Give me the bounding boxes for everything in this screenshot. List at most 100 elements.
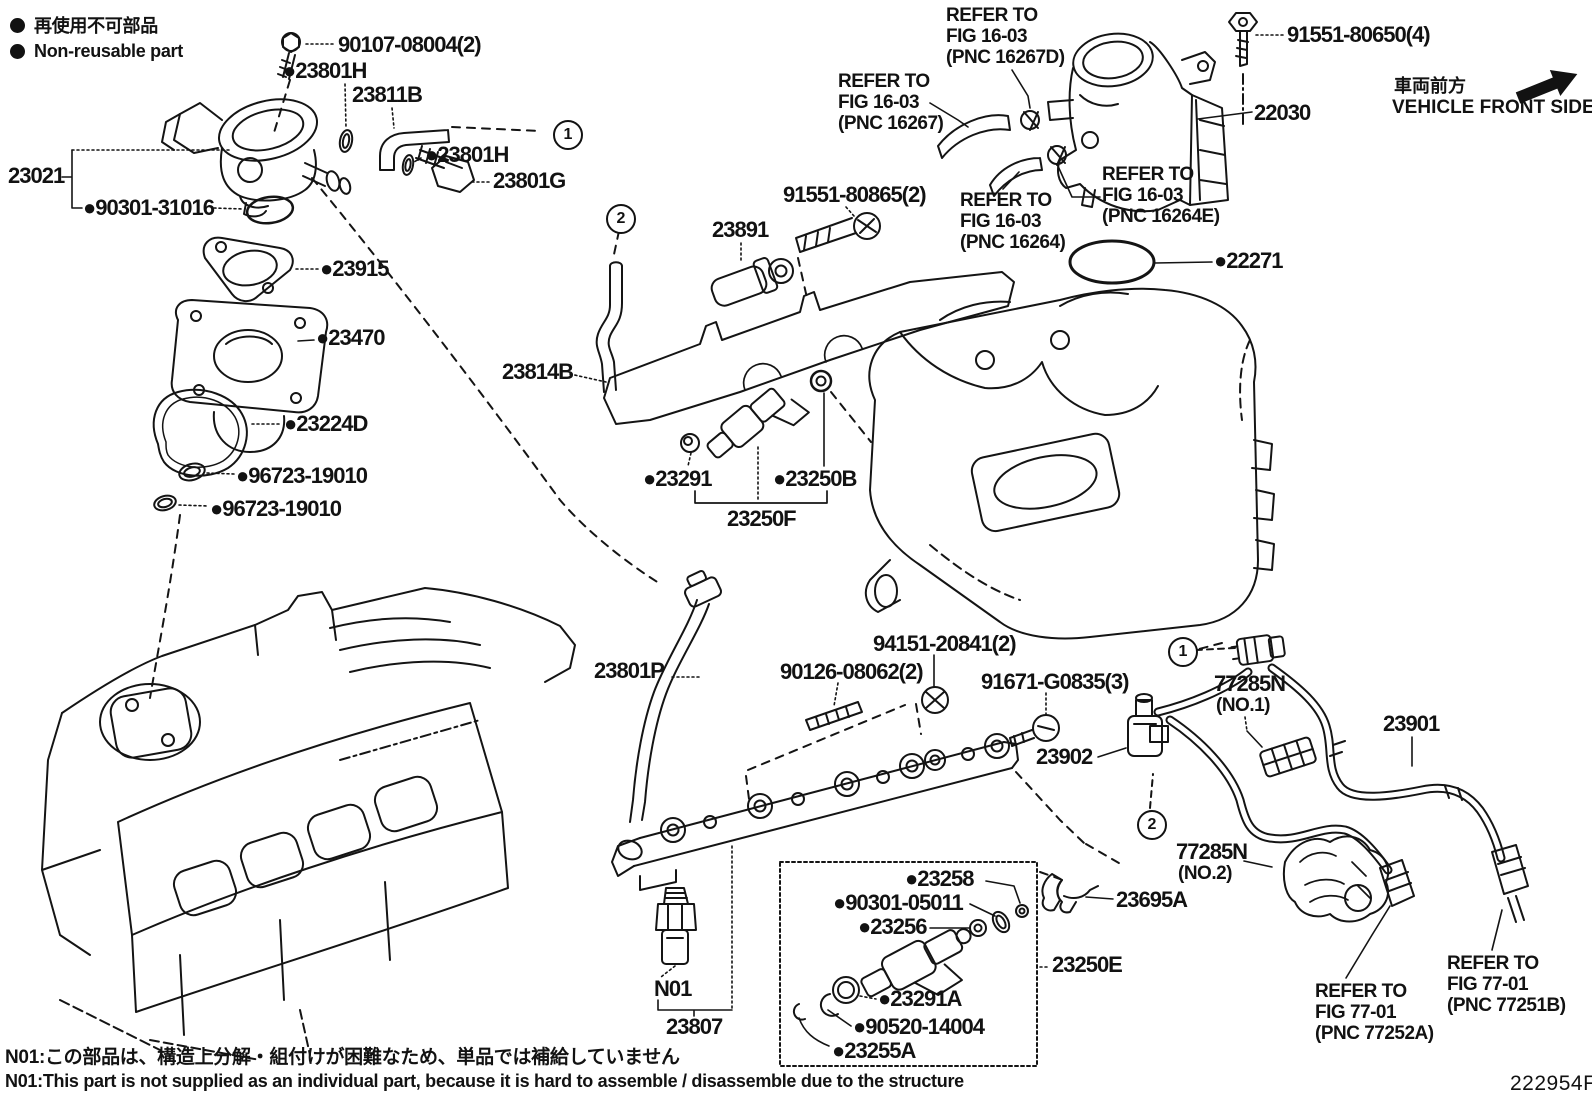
intake-manifold-drawing [864,287,1275,640]
nut-94151-drawing [921,686,949,714]
stud-90126-drawing [805,701,863,731]
callout-2-pipe: 2 [606,204,636,234]
label-23915[interactable]: ●23915 [320,256,389,281]
label-23258[interactable]: ●23258 [905,866,974,891]
hose-16267-drawing [937,114,1011,159]
legend-row-en: Non-reusable part [10,38,183,64]
refer-line: REFER TO [960,190,1052,211]
label-23801H-a[interactable]: ●23801H [283,58,367,83]
note-en: N01:This part is not supplied as an indi… [5,1071,964,1091]
label-94151-20841[interactable]: 94151-20841(2) [873,631,1017,656]
label-90301-31016[interactable]: ●90301-31016 [83,195,215,220]
pipe-23801p-drawing [629,570,722,823]
label-23807[interactable]: 23807 [666,1014,723,1039]
label-90107-08004[interactable]: 90107-08004(2) [338,32,482,57]
label-23801H-b[interactable]: ●23801H [425,142,509,167]
bracket-23250f [694,490,828,504]
label-23250B[interactable]: ●23250B [773,466,857,491]
refer-note-16264: REFER TO FIG 16-03 (PNC 16264) [960,190,1066,253]
label-90301-05011[interactable]: ●90301-05011 [833,890,964,915]
label-77285N-no2[interactable]: 77285N [1176,839,1248,864]
label-23224D[interactable]: ●23224D [284,411,368,436]
non-reusable-dot-icon [10,17,25,33]
clip-23255a-drawing [792,1003,806,1021]
refer-note-16264e: REFER TO FIG 16-03 (PNC 16264E) [1102,164,1220,227]
note-jp: N01:この部品は、構造上分解・組付けが困難なため、単品では補給していません [5,1047,680,1068]
label-23801G[interactable]: 23801G [493,168,566,193]
refer-note-16267d: REFER TO FIG 16-03 (PNC 16267D) [946,5,1065,68]
label-23901[interactable]: 23901 [1383,711,1440,736]
label-23902[interactable]: 23902 [1036,744,1093,769]
label-90520-14004[interactable]: ●90520-14004 [853,1014,985,1039]
hose-23811b-drawing [379,129,450,171]
legend: 再使用不可部品 Non-reusable part [10,12,183,64]
label-23291A[interactable]: ●23291A [878,986,962,1011]
label-77285N-no2-sub: (NO.2) [1178,863,1233,884]
label-23021[interactable]: 23021 [8,163,65,188]
label-23814B[interactable]: 23814B [502,359,574,384]
fuel-rail-lower-drawing [611,733,1019,891]
refer-line: FIG 16-03 [960,211,1042,232]
label-23256[interactable]: ●23256 [858,914,927,939]
kit-box-23250e [779,861,1038,1067]
label-91671-G0835[interactable]: 91671-G0835(3) [981,669,1129,694]
label-N01: N01 [654,976,692,1001]
label-77285N-no1[interactable]: 77285N [1214,671,1286,696]
clamp-23695a-drawing [1041,873,1099,914]
union-bolt-23801g-drawing [415,145,475,193]
label-23255A[interactable]: ●23255A [832,1038,916,1063]
label-22030[interactable]: 22030 [1254,100,1311,125]
hoses-23901-drawing [1153,663,1529,923]
vehicle-front-en: VEHICLE FRONT SIDE [1392,97,1592,118]
oring-96723-a-drawing [178,462,206,482]
vehicle-front-arrow-icon [1515,70,1578,104]
label-77285N-no1-sub: (NO.1) [1216,695,1271,716]
label-22271[interactable]: ●22271 [1214,248,1283,273]
refer-line: REFER TO [1315,981,1407,1002]
fuel-rail-upper-drawing [595,261,1015,425]
clamp-16267d-drawing [1020,110,1040,131]
refer-note-77252a: REFER TO FIG 77-01 (PNC 77252A) [1315,981,1434,1044]
callout-1-hose: 1 [553,120,583,150]
nut-23291-drawing [680,433,700,453]
drawing-code: 222954F [1510,1072,1592,1095]
oring-23250b-drawing [809,369,833,393]
grommet-90301-05011-drawing [991,910,1011,934]
callout-2-valve: 2 [1137,810,1167,840]
valve-23902-drawing [1127,693,1169,757]
protector-77285n-no2-drawing [1282,835,1390,923]
clip-90520-drawing [819,993,839,1017]
label-23695A[interactable]: 23695A [1116,887,1188,912]
label-23291[interactable]: ●23291 [643,466,712,491]
vehicle-front-jp: 車両前方 [1394,76,1466,96]
refer-line: (PNC 16267) [838,113,944,134]
gasket-23224d-drawing [152,388,248,477]
refer-line: (PNC 77252A) [1315,1023,1434,1044]
label-23801P[interactable]: 23801P [594,658,665,683]
label-23250F[interactable]: 23250F [727,506,797,531]
non-reusable-dot-icon [10,43,25,59]
clamp-77285n-no1-drawing [1259,736,1317,778]
label-23470[interactable]: ●23470 [316,325,385,350]
label-96723-b[interactable]: ●96723-19010 [210,496,342,521]
refer-line: FIG 16-03 [946,26,1028,47]
legend-en: Non-reusable part [34,40,183,61]
label-23250E[interactable]: 23250E [1052,952,1123,977]
label-23891[interactable]: 23891 [712,217,769,242]
label-96723-a[interactable]: ●96723-19010 [236,463,368,488]
oring-23801h-a-drawing [338,129,354,153]
refer-note-77251b: REFER TO FIG 77-01 (PNC 77251B) [1447,953,1566,1016]
refer-line: REFER TO [1102,164,1194,185]
gasket-23915-drawing [202,236,294,302]
label-90126-08062[interactable]: 90126-08062(2) [780,659,924,684]
refer-line: FIG 77-01 [1447,974,1529,995]
label-91551-80650[interactable]: 91551-80650(4) [1287,22,1431,47]
fuel-pump-drawing [161,98,352,218]
refer-line: FIG 16-03 [1102,185,1184,206]
label-23811B[interactable]: 23811B [352,82,423,107]
label-91551-80865[interactable]: 91551-80865(2) [783,182,927,207]
callout-1-connector: 1 [1168,637,1198,667]
injector-upper-drawing [706,387,810,459]
